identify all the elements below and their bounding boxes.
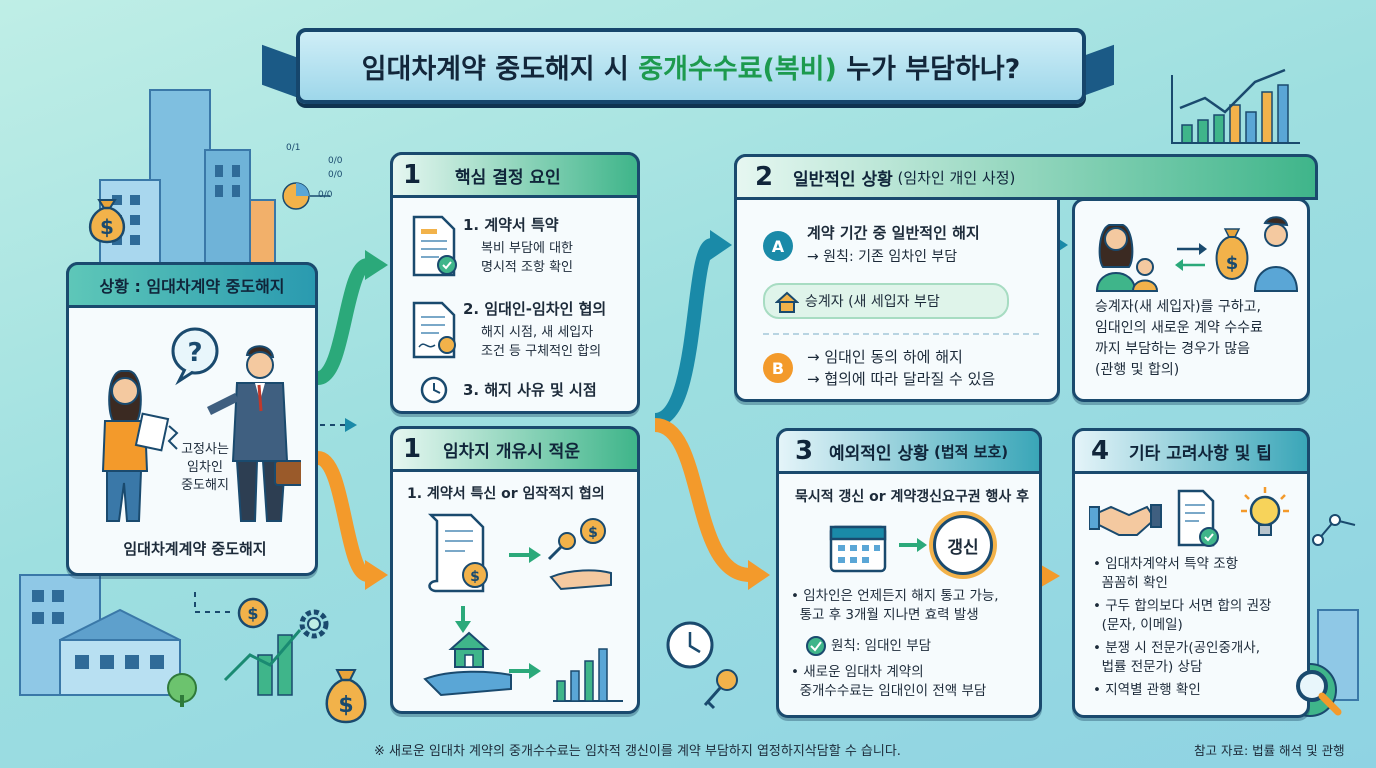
money-bag-icon: $: [325, 669, 367, 724]
card1-header: 1 핵심 결정 요인: [390, 152, 640, 198]
card-tips: 4 기타 고려사항 및 팁 • 임대차계약서 특약 조항 꼼꼼히 확인 • 구두…: [1072, 428, 1310, 718]
card2-header: 2 일반적인 상황 (임차인 개인 사정): [734, 154, 1318, 200]
footer-note: ※ 새로운 임대차 계약의 중개수수료는 임차적 갱신이를 계약 부담하지 엽정…: [374, 744, 901, 759]
card3-bullet2: • 새로운 임대차 계약의 중개수수료는 임대인이 전액 부담: [791, 664, 987, 699]
card1b-header: 1 임차지 개유시 적운: [390, 426, 640, 472]
successor-pill: 승계자 (새 세입자 부담: [763, 283, 1009, 319]
magnifier-icon: [1296, 670, 1342, 716]
successor-pill-text: 승계자 (새 세입자 부담: [805, 294, 940, 310]
situation-card: 상황 : 임대차계약 중도해지 ? 고정사는 임차인 중도해지 임대차계계약 중…: [66, 262, 318, 576]
document-check-icon: [1177, 489, 1219, 547]
tips-icons: [1089, 487, 1289, 547]
house-icon: [775, 291, 799, 313]
page-title: 임대차계약 중도해지 시 중개수수료(복비) 누가 부담하나?: [296, 28, 1086, 104]
handshake-icon: [1089, 504, 1162, 536]
people-illustration: ?: [101, 327, 301, 522]
divider: [763, 333, 1039, 335]
svg-text:$: $: [247, 604, 258, 623]
question-bubble: ?: [187, 338, 202, 368]
card1-item3-title: 3. 해지 사유 및 시점: [463, 381, 597, 399]
card1b-subtitle: 1. 계약서 특신 or 임작적지 협의: [407, 486, 605, 502]
card4-bullet4: • 지역별 관행 확인: [1093, 682, 1201, 698]
key-icon: [558, 532, 576, 550]
card-key-factors: 1 핵심 결정 요인 1. 계약서 특약 복비 부담에 대한 명시적 조항 확인…: [390, 152, 640, 414]
title-highlight: 중개수수료(복비): [638, 53, 837, 85]
card3-title-bold: 예외적인 상황: [829, 443, 929, 464]
card4-bullet3: • 분쟁 시 전문가(공인중개사, 법률 전문가) 상담: [1093, 640, 1261, 675]
card4-bullet2: • 구두 합의보다 서면 합의 권장 (문자, 이메일): [1093, 598, 1272, 633]
card-exception-case: 3 예외적인 상황 (법적 보호) 묵시적 갱신 or 계약갱신요구권 행사 후…: [776, 428, 1042, 718]
card1-number: 1: [402, 160, 422, 190]
card2-title-rest: (임차인 개인 사정): [892, 168, 1016, 187]
money-bag-icon: $: [89, 199, 125, 244]
gear-icon: [299, 609, 329, 639]
card1b-number: 1: [402, 434, 422, 464]
card2-a-desc: → 원칙: 기존 임차인 부담: [807, 249, 958, 265]
situation-caption: 임대차계계약 중도해지: [123, 540, 267, 558]
card1-item2-desc: 해지 시점, 새 세입자 조건 등 구체적인 합의: [481, 325, 602, 359]
card2-b-line2: → 협의에 따라 달라질 수 있음: [807, 370, 996, 388]
card3-number: 3: [794, 436, 814, 466]
coin-icon: $: [237, 597, 269, 629]
card1b-illustration: $ $: [423, 513, 623, 702]
card3-title-rest: (법적 보호): [928, 442, 1009, 461]
card1-item1-title: 1. 계약서 특약: [463, 216, 559, 234]
situation-speech: 고정사는 임차인 중도해지: [181, 442, 229, 493]
card4-bullet1: • 임대차계약서 특약 조항 꼼꼼히 확인: [1093, 556, 1239, 591]
svg-text:$: $: [338, 693, 353, 718]
footer-source: 참고 자료: 법률 해석 및 관행: [1194, 743, 1345, 758]
contract-icon: [412, 301, 456, 359]
card3-principle: 원칙: 임대인 부담: [831, 638, 932, 654]
chart-tick: 0/0: [328, 170, 343, 180]
card-tenant-case: 1 임차지 개유시 적운 1. 계약서 특신 or 임작적지 협의 $ $: [390, 426, 640, 714]
card-general-case: 2 일반적인 상황 (임차인 개인 사정) A 계약 기간 중 일반적인 해지 …: [734, 154, 1318, 402]
card3-header: 3 예외적인 상황 (법적 보호): [776, 428, 1042, 474]
renew-badge-text: 갱신: [947, 537, 979, 558]
card1b-title: 임차지 개유시 적운: [443, 441, 580, 462]
check-circle-icon: [806, 636, 826, 656]
svg-text:$: $: [470, 569, 480, 585]
title-part1: 임대차계약 중도해지 시: [361, 53, 639, 85]
document-check-icon: [412, 215, 457, 277]
card3-bullet1: • 임차인은 언제든지 해지 통고 가능, 통고 후 3개월 지나면 효력 발생: [791, 588, 999, 623]
card1-item1-desc: 복비 부담에 대한 명시적 조항 확인: [481, 241, 573, 275]
svg-text:$: $: [1226, 253, 1239, 274]
label-a-badge: A: [763, 231, 793, 261]
situation-header: 상황 : 임대차계약 중도해지: [66, 262, 318, 308]
people-exchange-illustration: $: [1095, 216, 1299, 292]
card-successor-detail: $ 승계자(새 세입자)를 구하고, 임대인의 새로운 계약 수수료 까지 부담…: [1072, 198, 1310, 402]
card4-title: 기타 고려사항 및 팁: [1129, 443, 1272, 464]
chart-tick: 0/0: [328, 156, 343, 166]
card2-title-bold: 일반적인 상황: [793, 169, 893, 190]
situation-header-text: 상황 : 임대차계약 중도해지: [99, 277, 285, 296]
svg-text:$: $: [100, 215, 114, 239]
renew-badge: 갱신: [933, 515, 993, 575]
card2-number: 2: [754, 162, 774, 192]
card4-header: 4 기타 고려사항 및 팁: [1072, 428, 1310, 474]
arrow-right-icon: [899, 538, 927, 552]
card4-number: 4: [1090, 436, 1110, 466]
card3-subtitle: 묵시적 갱신 or 계약갱신요구권 행사 후: [794, 489, 1030, 505]
svg-text:$: $: [588, 525, 598, 541]
lightbulb-icon: [1241, 487, 1289, 536]
card2-a-title: 계약 기간 중 일반적인 해지: [807, 224, 980, 242]
chart-tick: 0/0: [318, 190, 333, 200]
chart-tick: 0/1: [286, 143, 301, 153]
card2b-desc: 승계자(새 세입자)를 구하고, 임대인의 새로운 계약 수수료 까지 부담하는…: [1095, 299, 1263, 378]
calendar-icon: [829, 525, 887, 573]
card1-title: 핵심 결정 요인: [455, 167, 561, 188]
title-part2: 누가 부담하나?: [836, 53, 1021, 85]
card2-b-line1: → 임대인 동의 하에 해지: [807, 348, 963, 366]
clock-icon: [420, 376, 448, 404]
label-b-badge: B: [763, 353, 793, 383]
card1-item2-title: 2. 임대인-임차인 협의: [463, 300, 607, 318]
